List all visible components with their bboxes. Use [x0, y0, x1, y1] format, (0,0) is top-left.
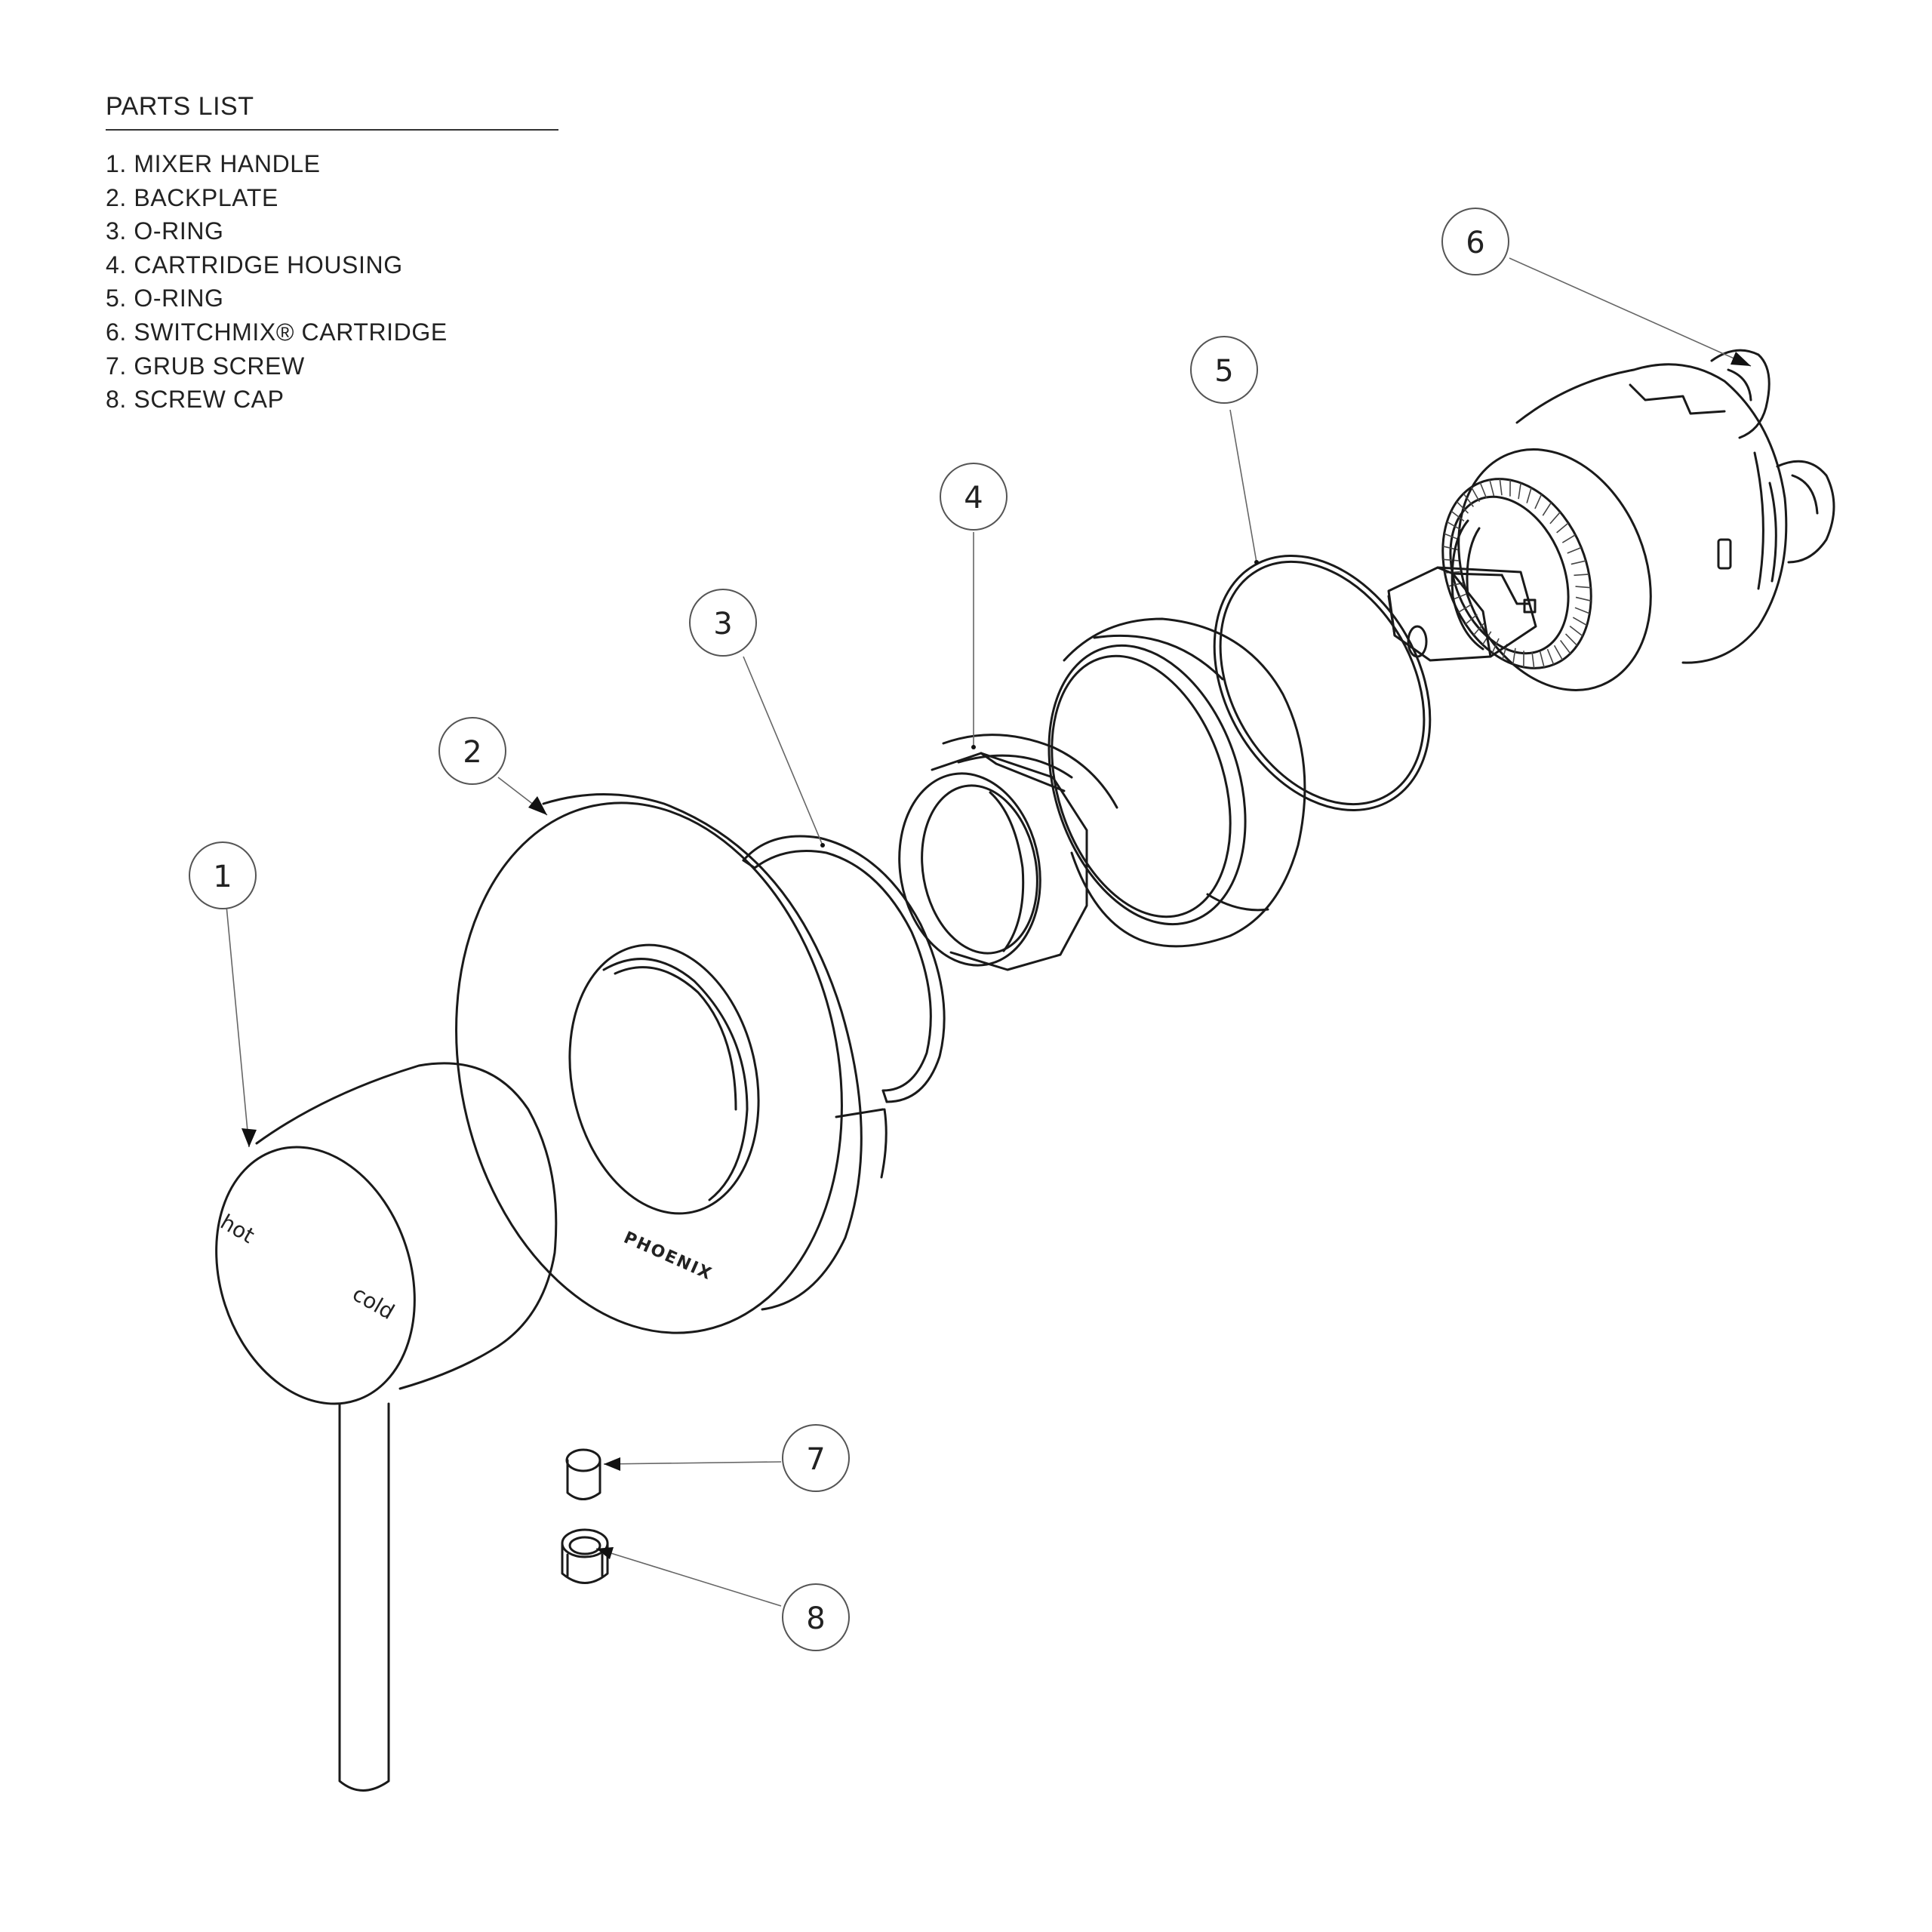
callout-3-label: 3: [713, 607, 732, 641]
spline-tooth: [1546, 648, 1555, 665]
leader-lines: [226, 257, 1752, 1607]
callout-5-label: 5: [1214, 354, 1233, 389]
spline-tooth: [1489, 479, 1495, 497]
callout-6-label: 6: [1466, 226, 1484, 260]
callout-4: 4: [940, 463, 1008, 531]
spline-tooth: [1553, 645, 1564, 660]
spline-tooth: [1561, 534, 1576, 543]
spline-tooth: [1526, 488, 1532, 503]
spline-tooth: [1567, 546, 1582, 554]
mixer-handle: hot cold: [215, 1062, 558, 1792]
callout-2: 2: [438, 717, 506, 785]
parts-list-items: 1. MIXER HANDLE 2. BACKPLATE 3. O-RING 4…: [106, 147, 558, 417]
parts-list-item: 8. SCREW CAP: [106, 386, 285, 414]
spline-tooth: [1518, 482, 1521, 500]
spline-tooth: [1465, 614, 1478, 625]
handle-cold-label: cold: [349, 1281, 399, 1324]
spline-tooth: [1539, 651, 1545, 668]
o-ring-front: [742, 835, 946, 1103]
o-ring-rear: [1213, 554, 1432, 812]
spline-tooth: [1444, 533, 1460, 540]
handle-hot-label: hot: [217, 1209, 259, 1248]
spline-tooth: [1572, 617, 1588, 626]
spline-tooth: [1456, 501, 1469, 514]
callout-2-label: 2: [463, 735, 481, 770]
spline-tooth: [1473, 623, 1484, 635]
spline-tooth: [1575, 596, 1592, 601]
callout-1-label: 1: [213, 860, 232, 894]
backplate: PHOENIX: [455, 793, 888, 1334]
spline-tooth: [1556, 522, 1569, 534]
parts-list-title: PARTS LIST: [106, 92, 558, 131]
callout-8: 8: [782, 1583, 850, 1651]
grub-screw: [565, 1448, 601, 1500]
cartridge-housing: [898, 617, 1306, 971]
screw-cap: [561, 1528, 609, 1584]
parts-list-item: 5. O-RING: [106, 285, 224, 312]
callout-8-label: 8: [806, 1601, 825, 1636]
parts-list-item: 4. CARTRIDGE HOUSING: [106, 251, 403, 278]
spline-tooth: [1574, 574, 1589, 577]
spline-tooth: [1549, 512, 1561, 525]
spline-tooth: [1446, 521, 1462, 531]
switchmix-cartridge: [1387, 349, 1835, 691]
spline-tooth: [1571, 560, 1586, 565]
spline-tooth: [1499, 478, 1503, 496]
parts-list-item: 1. MIXER HANDLE: [106, 150, 321, 177]
callout-6: 6: [1441, 208, 1509, 275]
spline-tooth: [1451, 510, 1465, 521]
spline-tooth: [1569, 626, 1583, 637]
spline-tooth: [1470, 487, 1481, 503]
spline-tooth: [1479, 482, 1487, 499]
callout-1: 1: [189, 841, 257, 909]
spline-tooth: [1452, 593, 1467, 601]
backplate-brand-label: PHOENIX: [621, 1229, 715, 1284]
spline-tooth: [1564, 633, 1578, 646]
spline-tooth: [1574, 607, 1590, 614]
parts-list: PARTS LIST 1. MIXER HANDLE 2. BACKPLATE …: [106, 92, 558, 417]
spline-tooth: [1531, 651, 1535, 669]
callout-5: 5: [1190, 336, 1258, 404]
spline-tooth: [1575, 586, 1591, 589]
spline-tooth: [1491, 638, 1500, 654]
callout-3: 3: [689, 589, 757, 657]
spline-tooth: [1458, 604, 1472, 613]
spline-tooth: [1542, 502, 1552, 516]
parts-list-item: 2. BACKPLATE: [106, 183, 278, 211]
parts-list-item: 7. GRUB SCREW: [106, 352, 305, 380]
callout-7-label: 7: [806, 1442, 825, 1477]
spline-tooth: [1463, 493, 1475, 508]
parts-list-item: 6. SWITCHMIX® CARTRIDGE: [106, 318, 448, 346]
callout-7: 7: [782, 1424, 850, 1492]
spline-tooth: [1443, 558, 1459, 561]
spline-tooth: [1559, 639, 1571, 654]
parts-list-item: 3. O-RING: [106, 217, 224, 245]
callout-4-label: 4: [964, 481, 983, 515]
spline-tooth: [1534, 494, 1543, 509]
spline-tooth: [1512, 648, 1516, 665]
